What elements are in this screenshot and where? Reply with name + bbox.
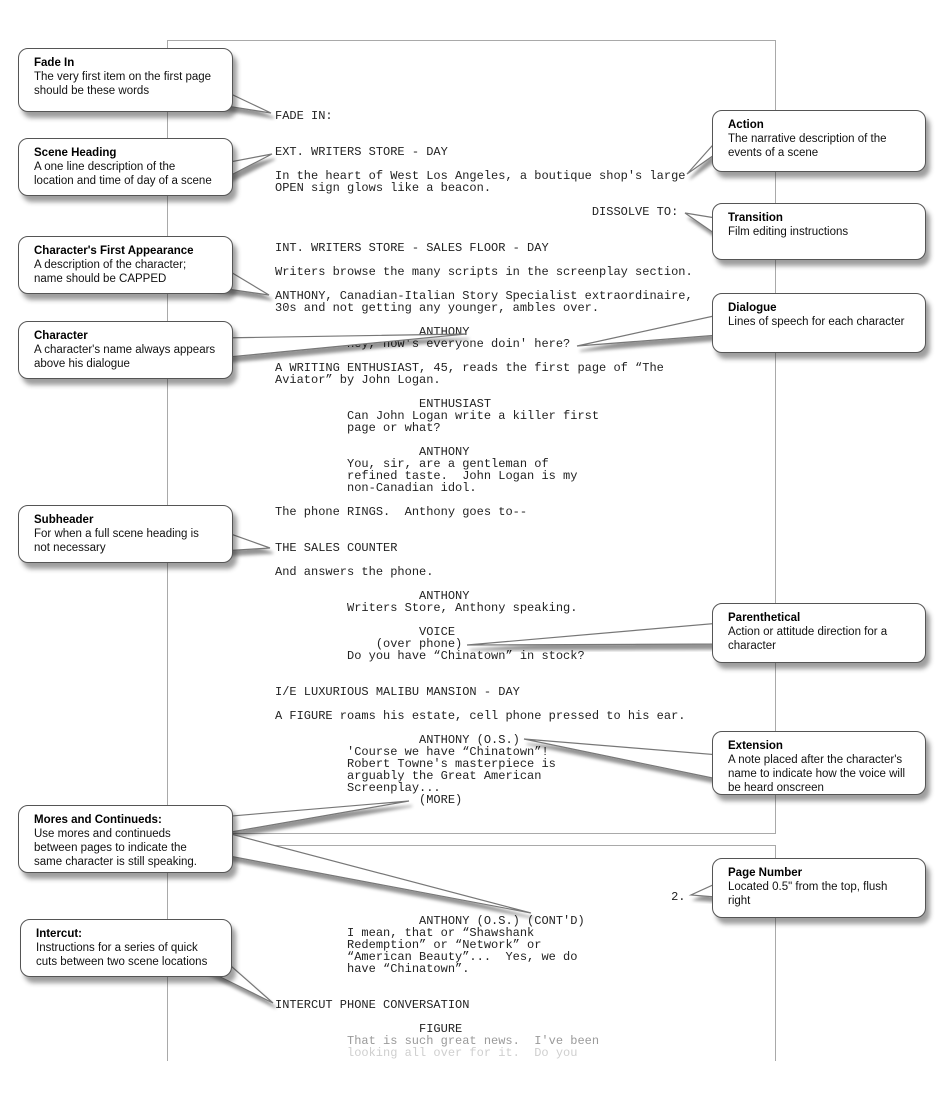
screenplay-faded-line-1: That is such great news. I've been: [347, 1034, 600, 1048]
callout-title: Action: [728, 119, 764, 131]
callout-body: The narrative description of the events …: [728, 133, 887, 159]
callout-body: Use mores and continueds between pages t…: [34, 828, 197, 868]
callout-body: Film editing instructions: [728, 226, 849, 238]
callout-body: A description of the character; name sho…: [34, 259, 187, 285]
screenplay-page-1-text: FADE IN: EXT. WRITERS STORE - DAY In the…: [275, 109, 693, 807]
callout-body: Instructions for a series of quick cuts …: [36, 942, 208, 968]
callout-character: Character A character's name always appe…: [18, 321, 233, 379]
callout-body: Located 0.5" from the top, flush right: [728, 881, 888, 907]
callout-title: Dialogue: [728, 302, 777, 314]
callout-scene-heading: Scene Heading A one line description of …: [18, 138, 233, 196]
screenplay-page-2-text: 2. ANTHONY (O.S.) (CONT'D) I mean, that …: [275, 890, 686, 1036]
screenplay-faded-line-2: looking all over for it. Do you: [347, 1046, 578, 1060]
callout-subheader: Subheader For when a full scene heading …: [18, 505, 233, 563]
callout-mores-and-continueds: Mores and Continueds: Use mores and cont…: [18, 805, 233, 873]
callout-title: Character: [34, 330, 88, 342]
callout-title: Fade In: [34, 57, 75, 69]
callout-title: Character's First Appearance: [34, 245, 194, 257]
callout-body: A one line description of the location a…: [34, 161, 212, 187]
callout-title: Subheader: [34, 514, 94, 526]
callout-action: Action The narrative description of the …: [712, 110, 926, 172]
callout-body: For when a full scene heading is not nec…: [34, 528, 199, 554]
callout-body: A note placed after the character's name…: [728, 754, 906, 794]
callout-dialogue: Dialogue Lines of speech for each charac…: [712, 293, 926, 353]
callout-character-first-appearance: Character's First Appearance A descripti…: [18, 236, 233, 294]
callout-body: Lines of speech for each character: [728, 316, 905, 328]
callout-body: A character's name always appears above …: [34, 344, 216, 370]
callout-title: Intercut:: [36, 928, 82, 940]
callout-title: Parenthetical: [728, 612, 801, 624]
callout-transition: Transition Film editing instructions: [712, 203, 926, 260]
callout-intercut: Intercut: Instructions for a series of q…: [20, 919, 232, 977]
callout-title: Mores and Continueds:: [34, 814, 162, 826]
callout-extension: Extension A note placed after the charac…: [712, 731, 926, 795]
callout-title: Page Number: [728, 867, 803, 879]
callout-body: The very first item on the first page sh…: [34, 71, 212, 97]
callout-body: Action or attitude direction for a chara…: [728, 626, 888, 652]
callout-page-number: Page Number Located 0.5" from the top, f…: [712, 858, 926, 918]
callout-fade-in: Fade In The very first item on the first…: [18, 48, 233, 112]
callout-parenthetical: Parenthetical Action or attitude directi…: [712, 603, 926, 663]
callout-title: Extension: [728, 740, 783, 752]
callout-title: Scene Heading: [34, 147, 117, 159]
callout-title: Transition: [728, 212, 783, 224]
